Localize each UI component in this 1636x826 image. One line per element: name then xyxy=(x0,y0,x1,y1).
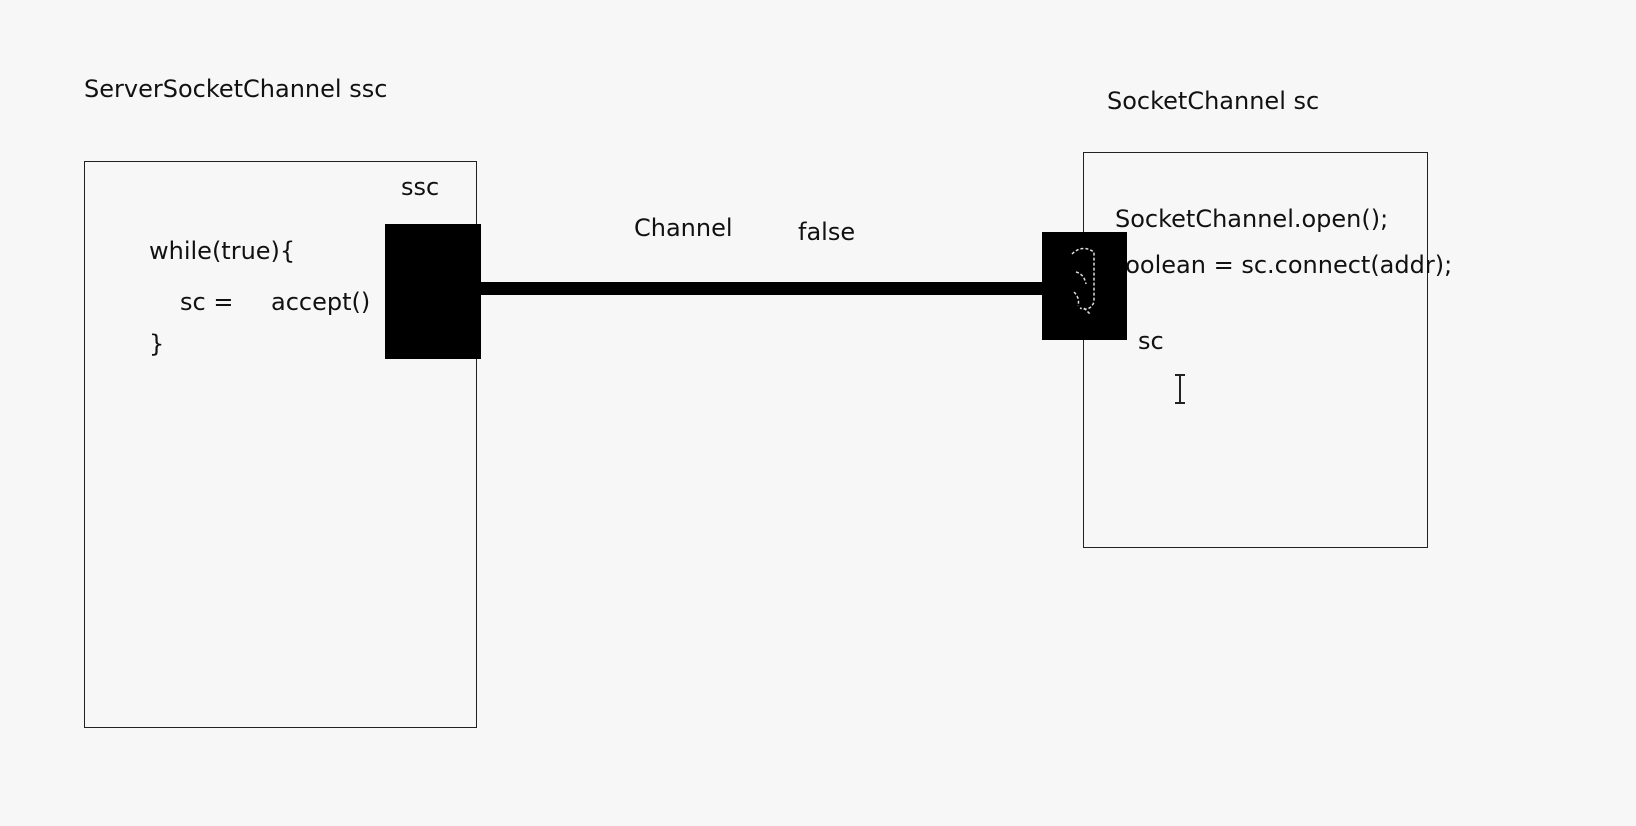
connection-status: false xyxy=(798,218,856,246)
client-box xyxy=(1083,152,1428,548)
client-connect-call: boolean = sc.connect(addr); xyxy=(1110,251,1453,279)
server-box xyxy=(84,161,477,728)
server-socket-block xyxy=(385,224,481,359)
glitch-mark-icon xyxy=(1071,247,1095,315)
server-socket-label: ssc xyxy=(401,173,440,201)
server-loop-open: while(true){ xyxy=(149,237,296,265)
server-accept-call: accept() xyxy=(271,288,371,316)
client-socket-label: sc xyxy=(1138,327,1164,355)
client-open-call: SocketChannel.open(); xyxy=(1115,205,1389,233)
server-accept-var: sc = xyxy=(180,288,234,316)
server-channel-title: ServerSocketChannel ssc xyxy=(84,75,388,103)
client-socket-block xyxy=(1042,232,1127,340)
connection-label: Channel xyxy=(634,214,733,242)
server-loop-close: } xyxy=(149,330,165,358)
text-cursor-icon xyxy=(1175,374,1185,404)
connection-wire xyxy=(481,282,1042,295)
client-channel-title: SocketChannel sc xyxy=(1107,87,1320,115)
